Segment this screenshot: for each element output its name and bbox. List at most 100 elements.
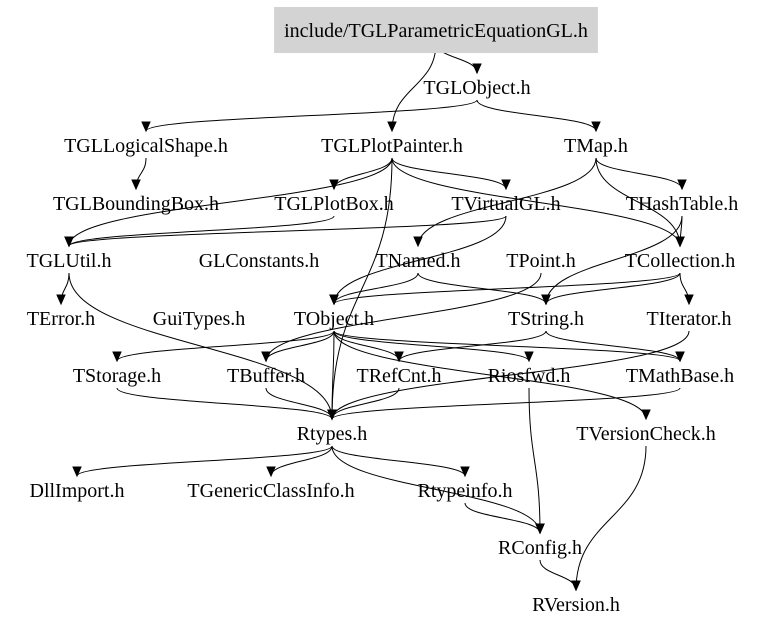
edge-tversioncheck-h-to-rversion-h <box>575 445 647 591</box>
node-label: TVirtualGL.h <box>451 193 560 215</box>
edge-arrowhead <box>541 294 551 306</box>
edge-arrowhead <box>261 351 271 363</box>
edge-tcollection-h-to-tobject-h <box>333 272 681 305</box>
edge-tglplotpainter-h-to-tvirtualgl-h <box>391 157 507 190</box>
node-riosfwd-h[interactable]: Riosfwd.h <box>488 365 571 387</box>
node-tglutil-h[interactable]: TGLUtil.h <box>27 250 112 272</box>
node-label: RVersion.h <box>532 594 620 616</box>
edge-arrowhead <box>591 121 601 133</box>
edge-tvirtualgl-h-to-tobject-h <box>333 215 507 305</box>
node-label: TCollection.h <box>625 250 736 272</box>
edge-arrowhead <box>535 523 545 535</box>
edge-tmathbase-h-to-rtypes-h <box>331 387 681 420</box>
edge-arrowhead <box>266 466 276 478</box>
node-label: TMap.h <box>564 135 628 157</box>
edge-arrowhead <box>684 294 694 306</box>
node-guitypes-h[interactable]: GuiTypes.h <box>153 308 245 330</box>
edge-tmap-h-to-thashtable-h <box>595 157 683 190</box>
edge-rtypes-h-to-rconfig-h <box>331 445 541 534</box>
node-label: Riosfwd.h <box>488 365 571 387</box>
edge-arrowhead <box>327 409 337 421</box>
edge-rtypeinfo-h-to-rconfig-h <box>464 502 541 534</box>
node-tcollection-h[interactable]: TCollection.h <box>625 250 736 272</box>
node-label: TGLObject.h <box>423 77 530 99</box>
node-tstorage-h[interactable]: TStorage.h <box>73 365 161 387</box>
edge-rconfig-h-to-rversion-h <box>539 559 577 591</box>
node-label: RConfig.h <box>498 537 582 559</box>
node-titerator-h[interactable]: TIterator.h <box>647 308 732 330</box>
node-tversioncheck-h[interactable]: TVersionCheck.h <box>576 423 715 445</box>
node-tnamed-h[interactable]: TNamed.h <box>376 250 461 272</box>
node-glconstants-h[interactable]: GLConstants.h <box>199 250 320 272</box>
edge-rtypes-h-to-rtypeinfo-h <box>331 445 466 477</box>
node-label: GLConstants.h <box>199 250 320 272</box>
node-tstring-h[interactable]: TString.h <box>508 308 584 330</box>
edge-tstring-h-to-tmathbase-h <box>545 330 681 362</box>
edge-arrowhead <box>329 294 339 306</box>
edge-tmap-h-to-tcollection-h <box>595 157 681 247</box>
edge-tnamed-h-to-tstring-h <box>417 272 547 305</box>
node-label: TObject.h <box>294 308 374 330</box>
edge-tnamed-h-to-tobject-h <box>333 272 419 305</box>
node-label: Rtypeinfo.h <box>418 480 513 502</box>
node-label: TMathBase.h <box>626 365 734 387</box>
node-label: THashTable.h <box>626 193 738 215</box>
nodes-layer: include/TGLParametricEquationGL.hTGLObje… <box>27 7 738 616</box>
node-tgllogicalshape-h[interactable]: TGLLogicalShape.h <box>64 135 228 157</box>
edge-tvirtualgl-h-to-tglutil-h <box>68 215 507 247</box>
edge-tobject-h-to-rtypes-h <box>331 330 335 420</box>
node-dllimport-h[interactable]: DllImport.h <box>30 480 125 502</box>
edge-tbuffer-h-to-rtypes-h <box>265 387 333 420</box>
node-include-tglparametricequationgl-h[interactable]: include/TGLParametricEquationGL.h <box>274 7 598 53</box>
node-tbuffer-h[interactable]: TBuffer.h <box>227 365 305 387</box>
edge-arrowhead <box>472 63 482 75</box>
node-label: TPoint.h <box>506 250 575 272</box>
edge-tcollection-h-to-tstring-h <box>545 272 681 305</box>
node-tmathbase-h[interactable]: TMathBase.h <box>626 365 734 387</box>
edge-tglplotpainter-h-to-rtypes-h <box>331 157 393 420</box>
node-tglplotpainter-h[interactable]: TGLPlotPainter.h <box>321 135 463 157</box>
node-tglboundingbox-h[interactable]: TGLBoundingBox.h <box>53 193 219 215</box>
edge-rtypes-h-to-dllimport-h <box>76 445 333 477</box>
node-trefcnt-h[interactable]: TRefCnt.h <box>357 365 442 387</box>
node-label: TBuffer.h <box>227 365 305 387</box>
edge-arrowhead <box>131 179 141 191</box>
edge-arrowhead <box>64 236 74 248</box>
node-label: TError.h <box>27 308 95 330</box>
edge-tpoint-h-to-tbuffer-h <box>265 272 542 362</box>
node-terror-h[interactable]: TError.h <box>27 308 95 330</box>
edge-tglutil-h-to-rtypes-h <box>68 272 333 420</box>
node-thashtable-h[interactable]: THashTable.h <box>626 193 738 215</box>
node-tpoint-h[interactable]: TPoint.h <box>506 250 575 272</box>
node-rtypeinfo-h[interactable]: Rtypeinfo.h <box>418 480 513 502</box>
edge-tmap-h-to-tnamed-h <box>417 157 597 247</box>
edge-tstring-h-to-trefcnt-h <box>398 330 547 362</box>
edge-titerator-h-to-rtypes-h <box>331 330 690 420</box>
edge-arrowhead <box>675 236 685 248</box>
edge-tglplotpainter-h-to-tglutil-h <box>68 157 393 247</box>
node-tglobject-h[interactable]: TGLObject.h <box>423 77 530 99</box>
edge-tobject-h-to-tstorage-h <box>116 330 335 362</box>
node-tvirtualgl-h[interactable]: TVirtualGL.h <box>451 193 560 215</box>
node-tglplotbox-h[interactable]: TGLPlotBox.h <box>274 193 393 215</box>
node-rtypes-h[interactable]: Rtypes.h <box>297 423 368 445</box>
edge-arrowhead <box>394 351 404 363</box>
edge-arrowhead <box>675 351 685 363</box>
edge-arrowhead <box>56 294 66 306</box>
node-rconfig-h[interactable]: RConfig.h <box>498 537 582 559</box>
edge-arrowhead <box>501 179 511 191</box>
node-tgenericclassinfo-h[interactable]: TGenericClassInfo.h <box>187 480 354 502</box>
edge-tobject-h-to-tmathbase-h <box>333 330 681 362</box>
node-label: TStorage.h <box>73 365 161 387</box>
node-label: Rtypes.h <box>297 423 368 445</box>
node-tobject-h[interactable]: TObject.h <box>294 308 374 330</box>
node-label: TGLPlotBox.h <box>274 193 393 215</box>
edge-tglobject-h-to-tgllogicalshape-h <box>145 99 478 132</box>
edge-arrowhead <box>413 236 423 248</box>
node-tmap-h[interactable]: TMap.h <box>564 135 628 157</box>
edge-arrowhead <box>524 351 534 363</box>
root-node-box <box>274 7 598 53</box>
node-rversion-h[interactable]: RVersion.h <box>532 594 620 616</box>
node-label: TGLUtil.h <box>27 250 112 272</box>
node-label: TString.h <box>508 308 584 330</box>
